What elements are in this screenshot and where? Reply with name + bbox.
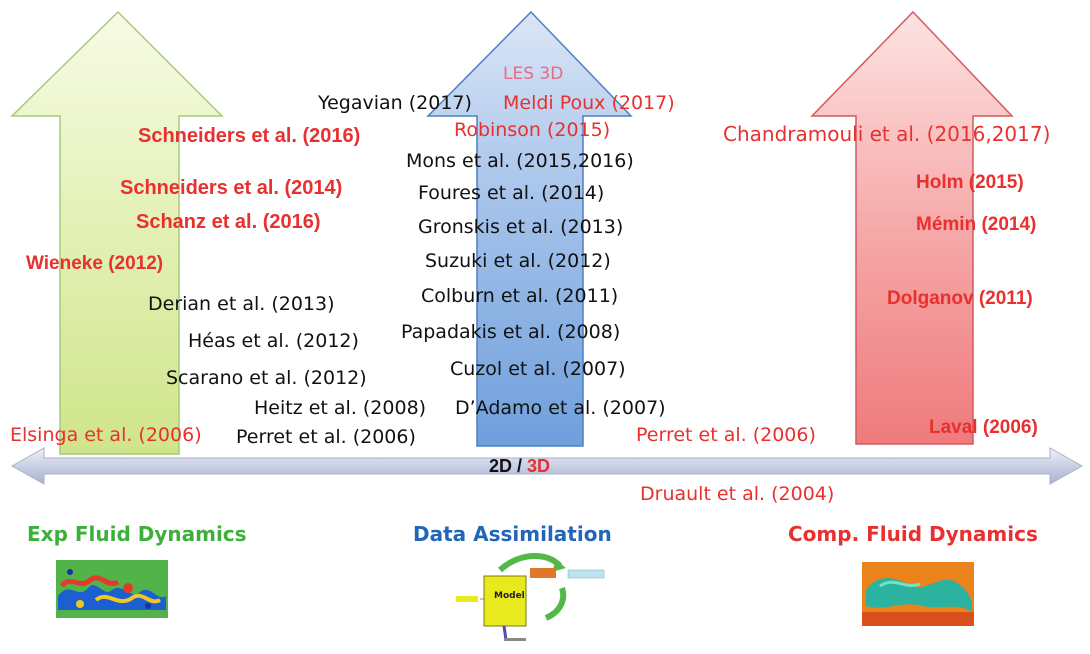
ref-chandramouli: Chandramouli et al. (2016,2017) — [723, 122, 1051, 146]
section-comp-fluid-dynamics: Comp. Fluid Dynamics — [788, 522, 1038, 546]
ref-perret-left: Perret et al. (2006) — [236, 426, 416, 448]
ref-mons: Mons et al. (2015,2016) — [406, 150, 634, 172]
dimension-axis — [10, 447, 1084, 485]
ref-derian: Derian et al. (2013) — [148, 293, 335, 315]
cfd-flow-thumbnail — [862, 562, 974, 626]
ref-heitz: Heitz et al. (2008) — [254, 397, 427, 419]
ref-heas: Héas et al. (2012) — [188, 330, 359, 352]
ref-perret-right: Perret et al. (2006) — [636, 424, 816, 446]
ref-wieneke: Wieneke (2012) — [26, 253, 164, 274]
axis-label-2d: 2D / — [489, 456, 523, 476]
ref-elsinga: Elsinga et al. (2006) — [10, 424, 202, 446]
ref-holm: Holm (2015) — [916, 172, 1024, 193]
da-arrow — [426, 10, 633, 447]
model-box-label: Model — [494, 591, 525, 601]
ref-scarano: Scarano et al. (2012) — [166, 367, 367, 389]
ref-schanz: Schanz et al. (2016) — [136, 211, 321, 233]
ref-robinson: Robinson (2015) — [454, 119, 611, 141]
ref-gronskis: Gronskis et al. (2013) — [418, 216, 624, 238]
ref-meldi-poux: Meldi Poux (2017) — [503, 92, 675, 114]
data-assimilation-figure: Model — [456, 552, 605, 641]
ref-papadakis: Papadakis et al. (2008) — [401, 321, 621, 343]
ref-dolganov: Dolganov (2011) — [887, 288, 1033, 309]
section-data-assimilation: Data Assimilation — [413, 522, 612, 546]
ref-yegavian: Yegavian (2017) — [318, 92, 472, 114]
ref-schneiders-2014: Schneiders et al. (2014) — [120, 177, 343, 199]
ref-druault: Druault et al. (2004) — [640, 483, 835, 505]
exp-arrow — [10, 10, 224, 455]
ref-foures: Foures et al. (2014) — [418, 182, 605, 204]
ref-suzuki: Suzuki et al. (2012) — [425, 250, 611, 272]
ref-laval: Laval (2006) — [929, 417, 1038, 438]
ref-colburn: Colburn et al. (2011) — [421, 285, 619, 307]
ref-memin: Mémin (2014) — [916, 214, 1037, 235]
axis-label: 2D / 3D — [489, 457, 550, 475]
ref-cuzol: Cuzol et al. (2007) — [450, 358, 626, 380]
ref-dadamo: D’Adamo et al. (2007) — [455, 397, 666, 419]
cfd-arrow — [810, 10, 1014, 445]
les-3d-label: LES 3D — [503, 64, 564, 84]
exp-flow-thumbnail — [56, 560, 168, 618]
axis-label-3d: 3D — [527, 456, 551, 476]
section-exp-fluid-dynamics: Exp Fluid Dynamics — [27, 522, 247, 546]
ref-schneiders-2016: Schneiders et al. (2016) — [138, 125, 361, 147]
